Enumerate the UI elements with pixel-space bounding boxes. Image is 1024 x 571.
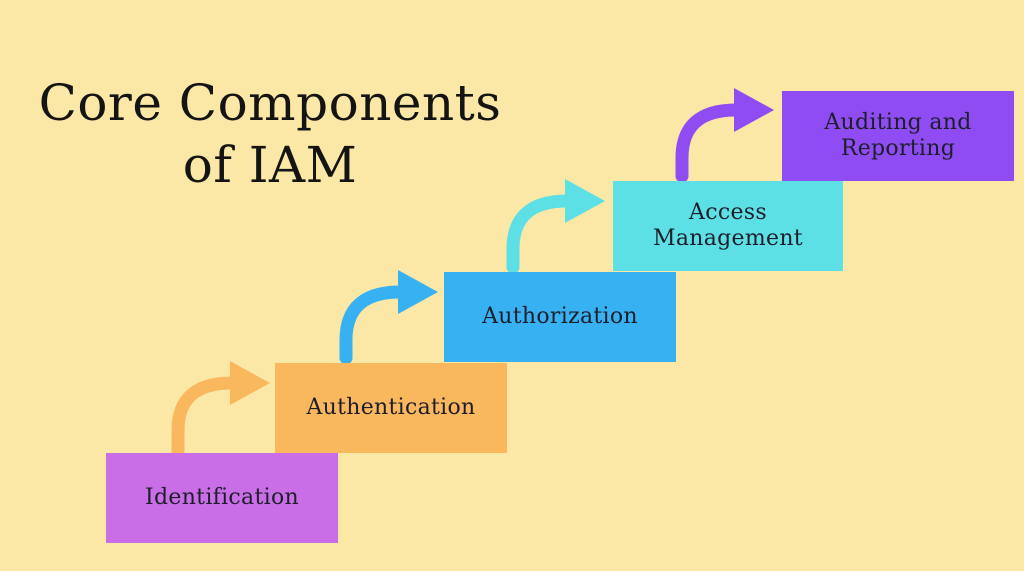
step-authorization: Authorization xyxy=(444,272,676,362)
step-authentication: Authentication xyxy=(275,363,507,453)
title-line-2: of IAM xyxy=(182,135,358,194)
step-authorization-label: Authorization xyxy=(482,304,638,329)
arrow-4-icon xyxy=(675,88,774,183)
arrow-2-icon xyxy=(339,270,438,365)
step-authentication-label: Authentication xyxy=(306,395,476,420)
diagram-title: Core Components of IAM xyxy=(0,72,540,196)
arrow-1-icon xyxy=(171,361,270,459)
step-access-management-label: Access Management xyxy=(653,200,803,251)
step-identification: Identification xyxy=(106,453,338,543)
step-auditing-and-reporting-label: Auditing and Reporting xyxy=(824,110,972,161)
step-identification-label: Identification xyxy=(145,485,299,510)
step-auditing-and-reporting: Auditing and Reporting xyxy=(782,91,1014,181)
step-access-management: Access Management xyxy=(613,181,843,271)
title-line-1: Core Components xyxy=(38,73,502,132)
